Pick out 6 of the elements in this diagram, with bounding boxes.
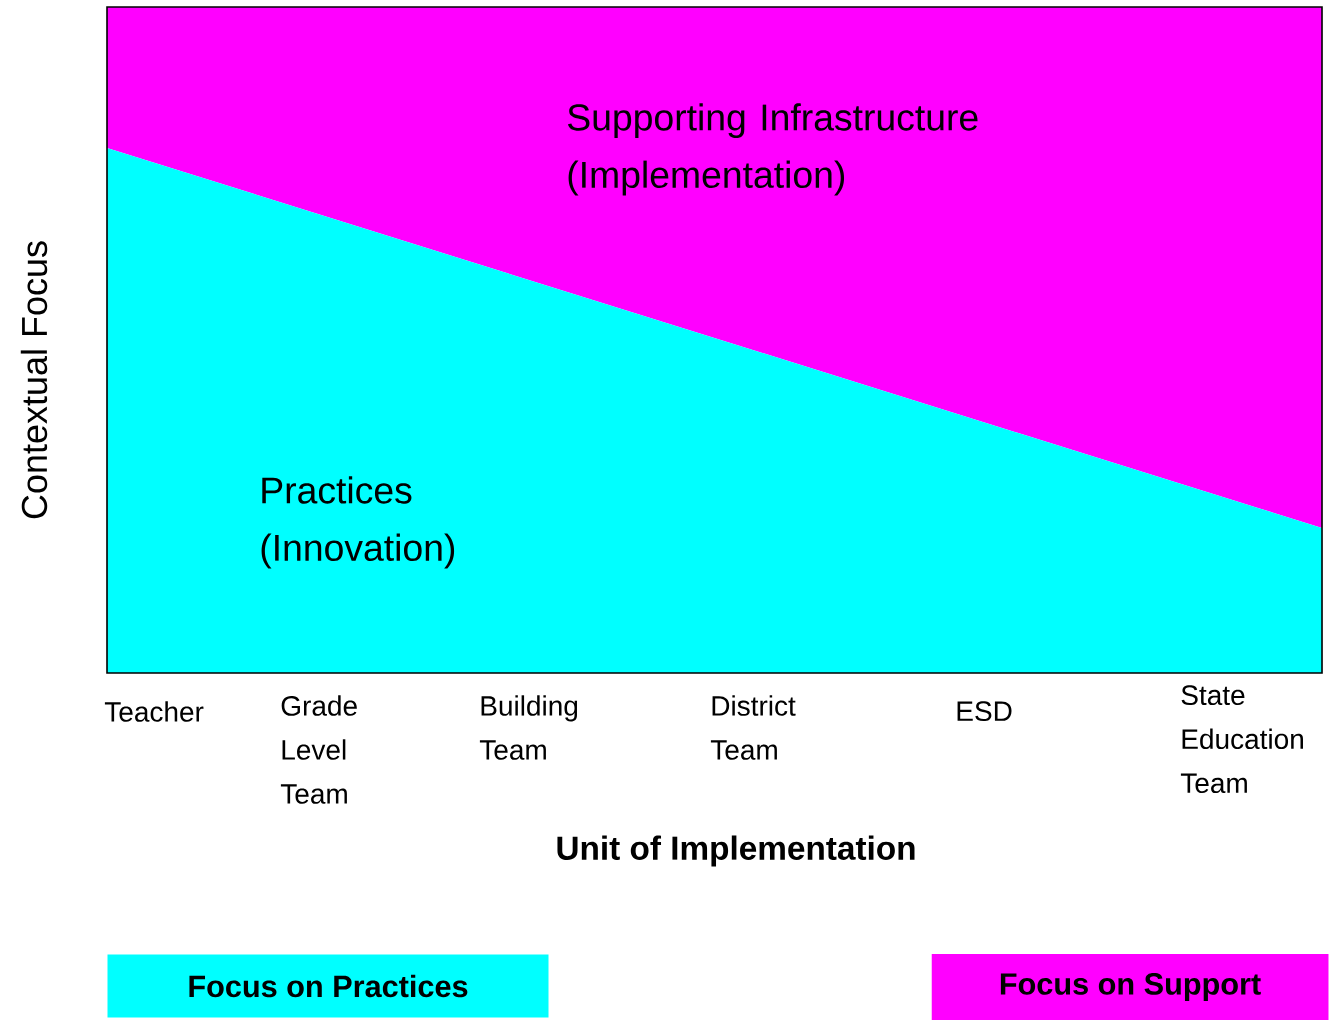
category-label: Teacher <box>104 701 204 722</box>
category-label: ESD <box>957 701 1012 722</box>
axis-title: Unit of Implementation <box>557 835 915 867</box>
axis-title: Contextual Focus <box>20 241 48 519</box>
legend-box: Focus on Practices <box>107 954 549 1018</box>
legend-box: Focus on Support <box>931 954 1329 1020</box>
